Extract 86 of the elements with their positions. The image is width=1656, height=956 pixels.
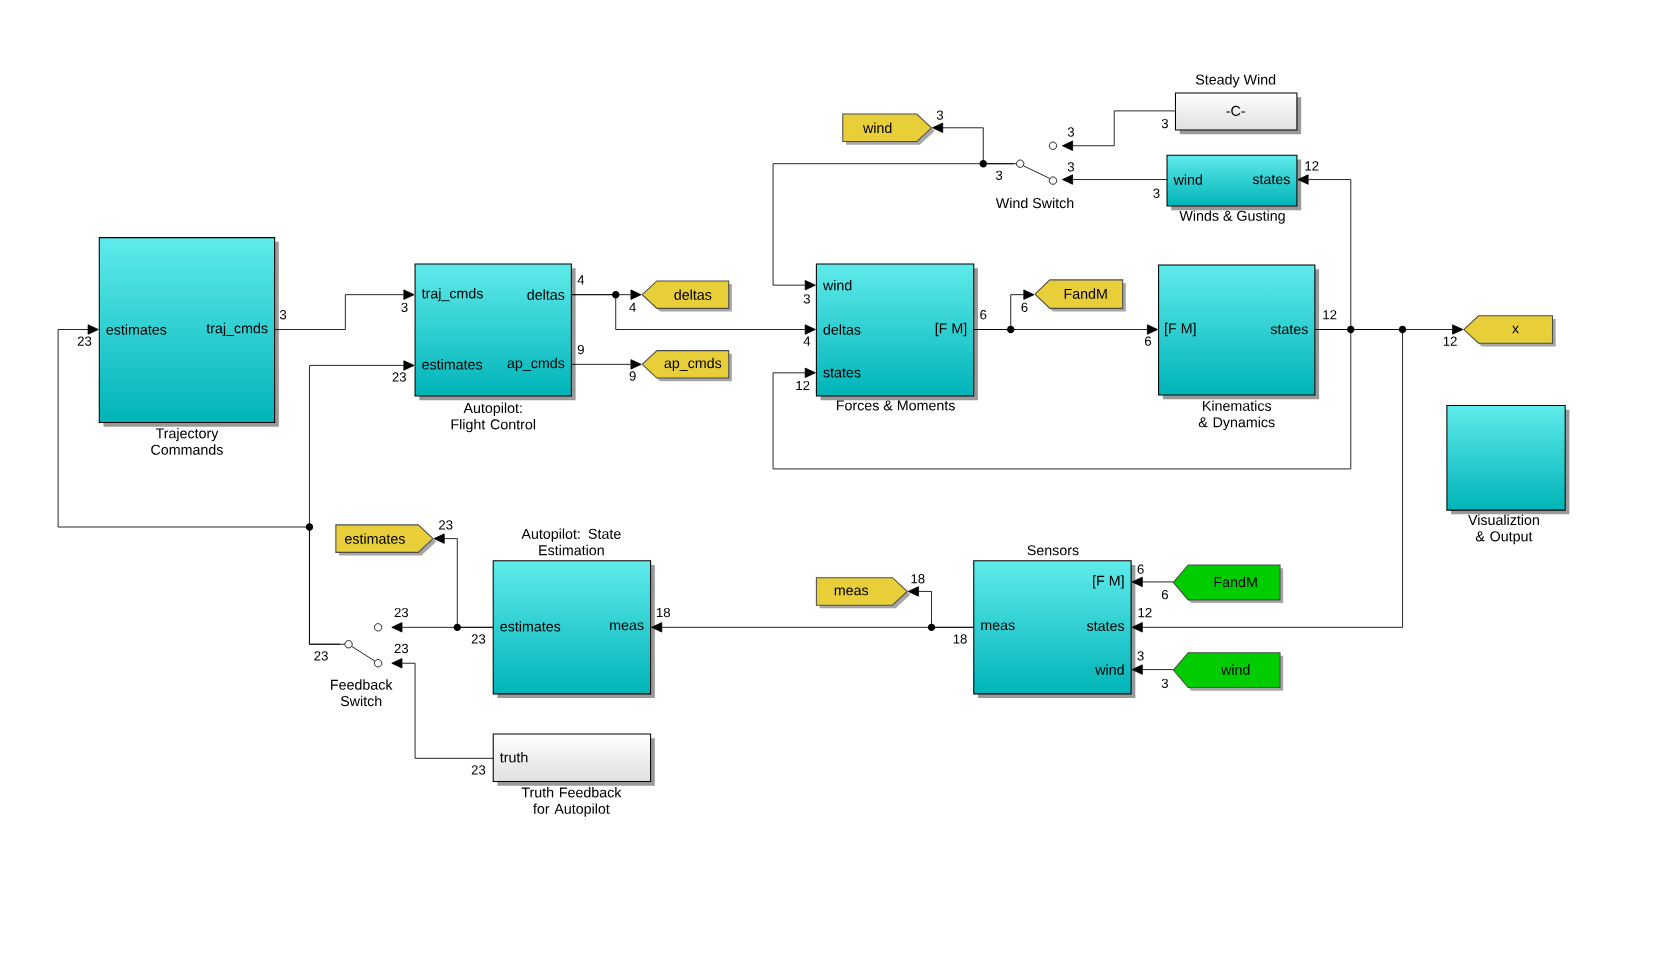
signal-width: 6 xyxy=(1161,590,1168,600)
goto-tag xyxy=(1034,279,1126,312)
signal-width: 23 xyxy=(394,643,409,654)
tag-label: x xyxy=(1512,325,1519,334)
signal-width: 3 xyxy=(1137,651,1144,661)
signal-width: 23 xyxy=(394,608,409,618)
signal-width: 12 xyxy=(1323,310,1337,320)
tag-label: wind xyxy=(1221,664,1250,675)
from-tag xyxy=(1172,652,1284,691)
tag-label: deltas xyxy=(674,289,712,300)
signal-width: 23 xyxy=(471,765,486,775)
arrow xyxy=(973,324,1158,335)
block-label: Winds & Gusting xyxy=(1179,210,1285,224)
arrow xyxy=(309,360,415,645)
block-label: Autopilot: State Estimation xyxy=(521,528,621,556)
arrow xyxy=(1062,174,1168,185)
signal-width: 6 xyxy=(1145,336,1152,346)
signal-width: 3 xyxy=(1161,119,1168,129)
signal-width: 12 xyxy=(796,381,810,391)
arrow xyxy=(1131,664,1174,675)
signal-width: 3 xyxy=(995,170,1003,181)
arrow xyxy=(1062,110,1176,151)
goto-tag xyxy=(815,577,911,609)
signal-width: 3 xyxy=(1161,678,1168,689)
constant-label: -C- xyxy=(1226,105,1245,117)
signal-width: 6 xyxy=(980,310,987,320)
signal-width: 3 xyxy=(1153,188,1160,199)
signal-width: 9 xyxy=(629,371,636,381)
signal-width: 3 xyxy=(1067,127,1074,137)
port-label: estimates xyxy=(106,324,167,335)
tag-label: wind xyxy=(862,122,892,134)
signal-width: 3 xyxy=(1067,162,1074,172)
from-tag xyxy=(1172,564,1284,604)
signal-width: 23 xyxy=(314,651,328,661)
port-label: truth xyxy=(500,752,528,763)
arrow xyxy=(1131,576,1174,588)
signal-width: 23 xyxy=(77,336,92,346)
signal-width: 6 xyxy=(1137,564,1144,575)
goto-tag xyxy=(641,280,732,312)
signal-width: 4 xyxy=(803,336,811,346)
signal-width: 12 xyxy=(1305,161,1319,171)
port-label: wind xyxy=(1173,174,1202,185)
signal-width: 18 xyxy=(911,574,925,584)
signal-width: 23 xyxy=(471,634,486,644)
goto-tag xyxy=(335,524,437,556)
signal-width: 12 xyxy=(1138,608,1152,618)
signal-width: 4 xyxy=(577,275,585,285)
tag-label: FandM xyxy=(1214,576,1257,588)
goto-tag xyxy=(1463,315,1556,347)
arrow xyxy=(570,294,816,335)
signal-width: 12 xyxy=(1443,336,1457,346)
goto-tag xyxy=(842,113,935,145)
goto-tag xyxy=(641,350,732,382)
tag-label: FandM xyxy=(1064,288,1107,299)
block-label: Forces & Moments xyxy=(836,400,955,411)
arrow xyxy=(433,533,494,628)
signal-width: 18 xyxy=(656,608,671,618)
port-label: traj_cmds xyxy=(206,322,268,337)
signal-width: 23 xyxy=(392,372,406,382)
tag-label: meas xyxy=(834,587,869,596)
arrow xyxy=(570,359,642,370)
tag-label: estimates xyxy=(345,533,405,544)
block-label: Wind Switch xyxy=(995,197,1074,209)
arrow xyxy=(932,122,1015,165)
arrow xyxy=(907,586,975,628)
block-label: Visualiztion & Output xyxy=(1468,514,1539,545)
arrow xyxy=(391,658,494,759)
tag-label: ap_cmds xyxy=(664,357,722,372)
block-label: Feedback Switch xyxy=(331,679,393,707)
signal-width: 6 xyxy=(1021,302,1028,313)
signal-width: 3 xyxy=(803,294,810,304)
signal-width: 23 xyxy=(439,520,453,530)
signal-width: 3 xyxy=(279,310,287,320)
block-label: Steady Wind xyxy=(1195,74,1276,88)
block-label: Sensors xyxy=(1027,545,1079,556)
signal-width: 3 xyxy=(401,302,408,313)
signal-width: 3 xyxy=(936,110,944,120)
signal-width: 4 xyxy=(629,302,636,312)
signal-width: 9 xyxy=(577,345,584,355)
block-label: Kinematics & Dynamics xyxy=(1198,400,1275,431)
block-label: Truth Feedback for Autopilot xyxy=(521,787,622,817)
block-label: Trajectory Commands xyxy=(151,428,223,455)
signal-width: 18 xyxy=(953,634,967,644)
arrow xyxy=(274,289,415,331)
port-label: states xyxy=(1252,174,1290,185)
block-label: Autopilot: Flight Control xyxy=(451,402,536,433)
